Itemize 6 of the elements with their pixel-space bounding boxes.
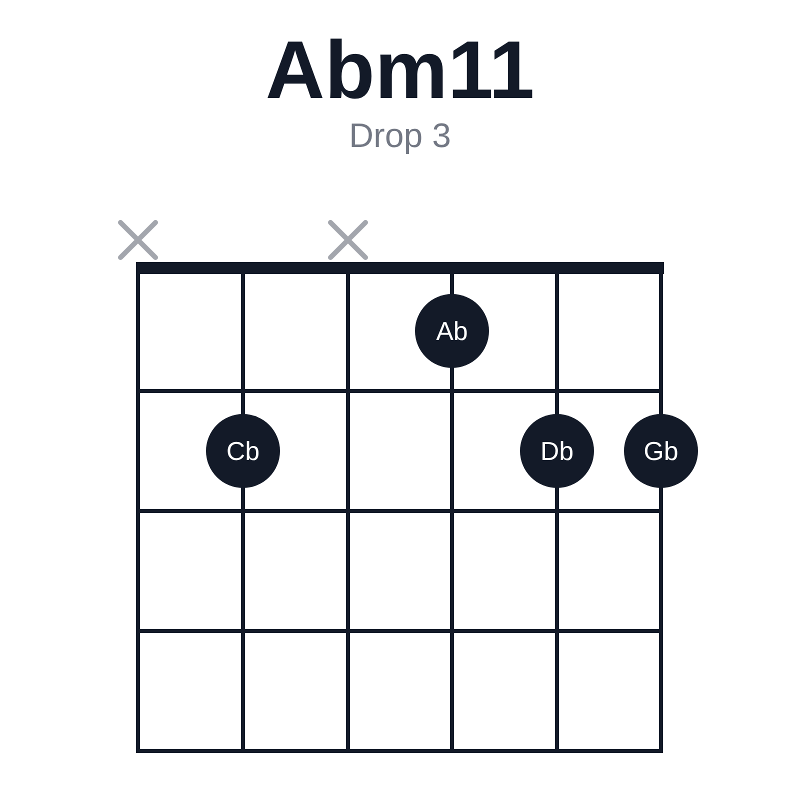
chord-subtitle: Drop 3 — [348, 119, 452, 153]
chord-title: Abm11 — [266, 30, 534, 112]
note-name: Db — [540, 438, 574, 464]
note-name: Cb — [226, 438, 260, 464]
note-name: Ab — [436, 318, 468, 344]
note-name: Gb — [644, 438, 678, 464]
